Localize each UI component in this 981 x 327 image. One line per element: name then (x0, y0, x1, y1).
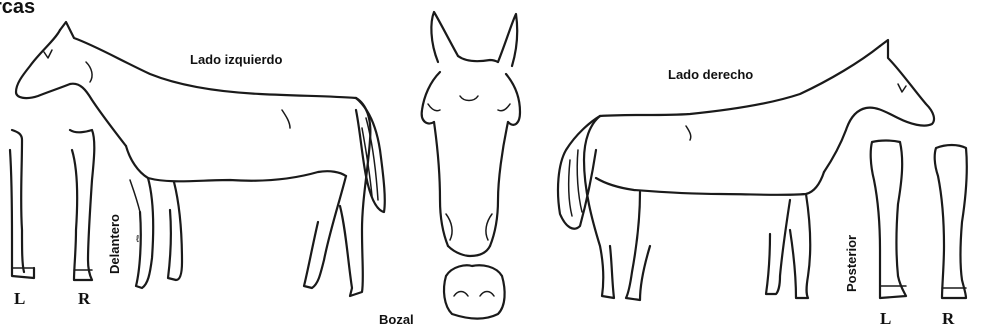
hind-leg-left-diagram (871, 141, 906, 299)
muzzle-label: Bozal (379, 312, 414, 327)
muzzle-diagram (444, 265, 505, 318)
front-leg-left-diagram (10, 130, 34, 278)
front-leg-right-diagram (70, 130, 94, 280)
hind-right-leg-letter: R (942, 309, 955, 327)
front-left-leg-letter: L (14, 289, 25, 308)
front-face-diagram (422, 12, 520, 256)
hind-leg-right-diagram (935, 145, 967, 298)
title-fragment: rcas (0, 0, 35, 18)
left-side-label: Lado izquierdo (190, 52, 283, 67)
front-right-leg-letter: R (78, 289, 91, 308)
right-side-label: Lado derecho (668, 67, 753, 82)
small-mark: ℓ (136, 234, 140, 245)
hind-left-leg-letter: L (880, 309, 891, 327)
hind-legs-label: Posterior (844, 235, 859, 292)
front-legs-label: Delantero (107, 214, 122, 274)
